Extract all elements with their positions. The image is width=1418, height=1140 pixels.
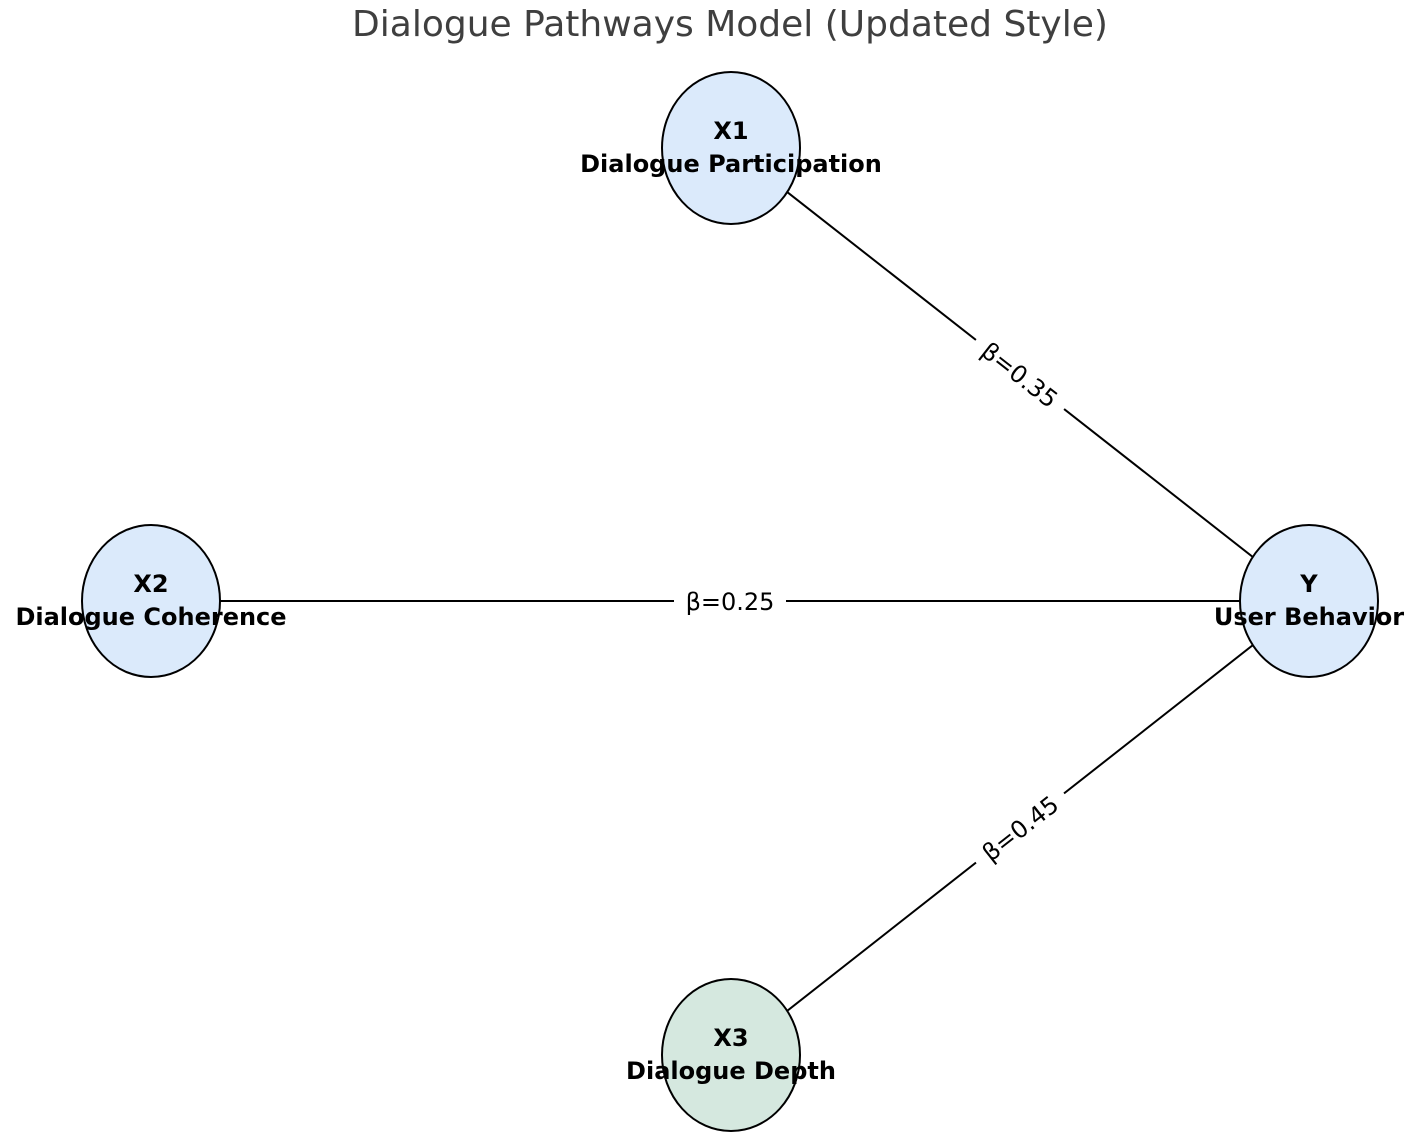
node-name-label: Dialogue Participation: [580, 150, 882, 178]
edge-x2-y: β=0.25: [151, 583, 1309, 619]
edge-label-group: β=0.25: [674, 583, 786, 619]
node-x2: [81, 524, 221, 678]
node-id-label: Y: [1299, 570, 1318, 598]
edge-label-group: β=0.35: [964, 325, 1076, 424]
edge-x3-y: β=0.45: [730, 600, 1310, 1056]
node-text-y: Y User Behavior: [1214, 570, 1404, 631]
node-circle: [81, 524, 221, 678]
edge-x1-y: β=0.35: [730, 147, 1310, 602]
node-y: [1239, 524, 1379, 678]
node-id-label: X3: [713, 1024, 748, 1052]
edges-layer: β=0.35 β=0.25 β=0.45: [151, 147, 1310, 1056]
diagram-title: Dialogue Pathways Model (Updated Style): [352, 4, 1108, 45]
edge-label-background: [964, 325, 1076, 424]
edge-label-background: [964, 779, 1076, 877]
node-name-label: Dialogue Coherence: [15, 603, 286, 631]
node-circle: [661, 978, 801, 1132]
node-id-label: X1: [713, 117, 748, 145]
node-circle: [661, 71, 801, 225]
edge-label-background: [674, 583, 786, 619]
edge-label-group: β=0.45: [964, 779, 1076, 877]
node-x1: [661, 71, 801, 225]
node-x3: [661, 978, 801, 1132]
node-circle: [1239, 524, 1379, 678]
nodes-layer: [81, 71, 1379, 1132]
node-name-label: Dialogue Depth: [626, 1057, 836, 1085]
node-id-label: X2: [133, 570, 168, 598]
node-name-label: User Behavior: [1214, 603, 1404, 631]
edge-label: β=0.25: [686, 588, 775, 616]
